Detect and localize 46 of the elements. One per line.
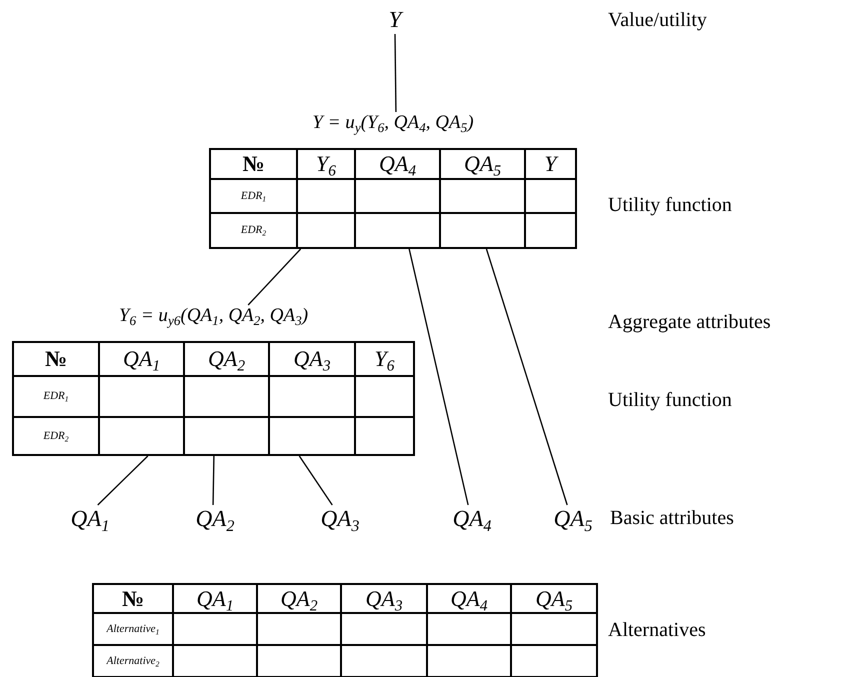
connector-line [97, 456, 148, 506]
row-label: Alternative$_{2}$ [93, 645, 173, 677]
connector-line [212, 456, 215, 506]
formula: Y = u$_{y}$(Y$_{6}$, QA$_{4}$, QA$_{5}$) [311, 112, 475, 137]
column-header: QA$_{4}$ [355, 149, 440, 179]
variable-label: Y [388, 6, 402, 34]
column-header: QA$_{2}$ [184, 342, 269, 376]
level-label: Utility function [608, 193, 732, 217]
row-label: EDR$_{2}$ [210, 213, 297, 248]
variable-label: QA$_{2}$ [196, 505, 234, 533]
variable-label: QA$_{5}$ [554, 505, 592, 533]
formula: Y$_{6}$ = u$_{y6}$(QA$_{1}$, QA$_{2}$, QA$_{3}$) [118, 305, 310, 330]
connector-line [394, 34, 397, 112]
level-label: Alternatives [608, 618, 706, 642]
connector-line [298, 456, 333, 506]
row-label: EDR$_{2}$ [13, 417, 99, 455]
variable-label: QA$_{1}$ [70, 505, 110, 533]
column-header: QA$_{3}$ [341, 584, 427, 613]
connector-line [408, 248, 469, 506]
column-header: Y [525, 149, 576, 179]
alternatives-table [92, 583, 598, 677]
row-label: Alternative$_{1}$ [93, 613, 173, 645]
column-header: QA$_{2}$ [257, 584, 341, 613]
utility-table [209, 112, 577, 249]
row-label: EDR$_{1}$ [13, 376, 99, 417]
level-label: Value/utility [608, 8, 707, 32]
column-header: QA$_{3}$ [269, 342, 355, 376]
variable-label: QA$_{3}$ [320, 505, 360, 533]
number-header: № [13, 342, 99, 376]
row-label: EDR$_{1}$ [210, 179, 297, 213]
column-header: Y$_{6}$ [355, 342, 414, 376]
variable-label: QA$_{4}$ [452, 505, 492, 533]
column-header: QA$_{4}$ [427, 584, 511, 613]
column-header: QA$_{1}$ [99, 342, 184, 376]
level-label: Utility function [608, 388, 732, 412]
column-header: Y$_{6}$ [297, 149, 355, 179]
utility-table [12, 305, 415, 456]
column-header: QA$_{5}$ [511, 584, 597, 613]
connector-line [248, 248, 302, 306]
number-header: № [210, 149, 297, 179]
connector-line [486, 248, 568, 506]
level-label: Basic attributes [610, 506, 734, 530]
column-header: QA$_{1}$ [173, 584, 257, 613]
level-label: Aggregate attributes [608, 310, 771, 334]
number-header: № [93, 584, 173, 613]
column-header: QA$_{5}$ [440, 149, 525, 179]
